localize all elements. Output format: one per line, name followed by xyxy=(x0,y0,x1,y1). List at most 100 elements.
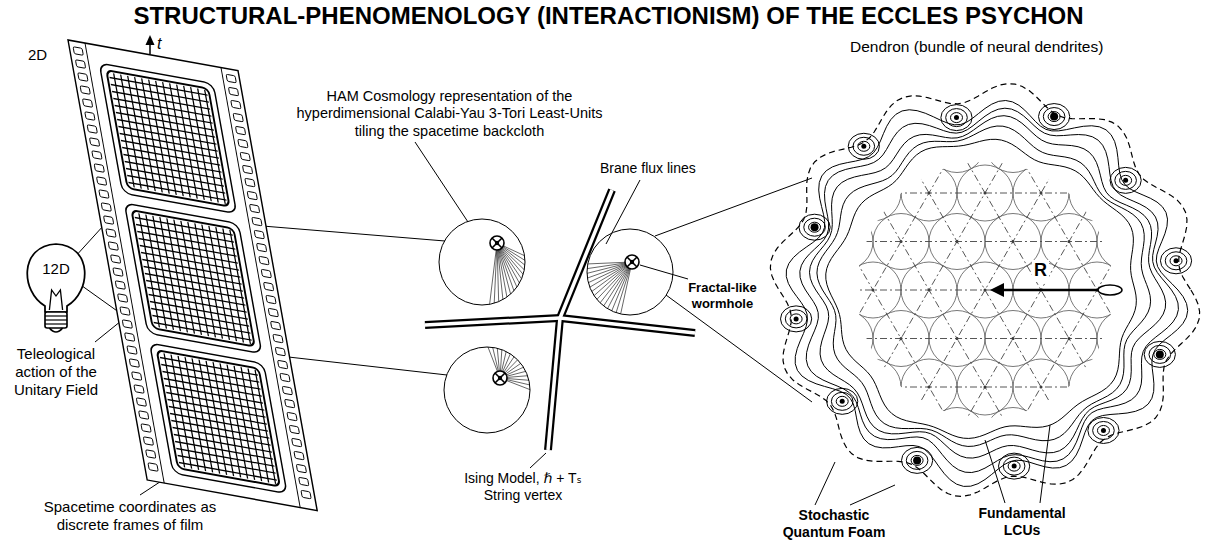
sprocket-hole xyxy=(261,269,271,278)
lcu-circle xyxy=(1153,117,1209,173)
sprocket-hole xyxy=(80,86,90,95)
lcu-circle xyxy=(845,165,901,221)
sprocket-hole xyxy=(85,112,95,121)
lattice-line xyxy=(835,30,1135,550)
foam-contour-blob xyxy=(831,392,853,410)
sprocket-hole xyxy=(75,60,85,69)
quantum-foam-contour xyxy=(817,126,1151,446)
annotation: Spacetime coordinates as discrete frames… xyxy=(40,498,220,534)
lattice-line xyxy=(751,0,1051,501)
lattice-line xyxy=(793,6,1093,526)
sprocket-hole xyxy=(125,333,135,342)
sprocket-hole xyxy=(231,100,241,109)
lcu-circle xyxy=(1069,165,1125,221)
sprocket-hole xyxy=(92,151,102,160)
lattice-line xyxy=(961,103,1225,553)
foam-contour-blob xyxy=(1120,175,1132,185)
lcu-circle xyxy=(1209,117,1225,173)
projection-line xyxy=(666,295,812,402)
foam-contour-blob xyxy=(902,447,933,473)
frame-grid-border xyxy=(132,210,255,346)
node-outline xyxy=(770,38,1220,550)
lcu-circle xyxy=(873,117,929,173)
lcu-center xyxy=(1124,143,1127,146)
wormhole-symbol xyxy=(625,255,639,269)
lcu-center xyxy=(788,240,791,243)
bulb-filament xyxy=(49,290,62,310)
foam-contour-blob xyxy=(1088,417,1119,443)
annotation: Ising Model, ℏ + Tₛ String vertex xyxy=(448,470,598,504)
lattice-line xyxy=(1003,127,1225,553)
sprocket-hole xyxy=(139,411,149,420)
foam-peak xyxy=(913,456,921,464)
frame-grid-border xyxy=(157,350,280,486)
leader-line xyxy=(815,462,835,505)
sprocket-hole xyxy=(143,437,153,446)
dimension-label: 12D xyxy=(12,260,100,278)
foam-contour-blob xyxy=(1144,341,1175,367)
flux-line xyxy=(494,243,497,303)
foam-contour-blob xyxy=(1170,256,1182,266)
lcu-center xyxy=(1208,289,1211,292)
sprocket-hole xyxy=(122,320,132,329)
sprocket-hole xyxy=(294,451,304,460)
lattice-line xyxy=(685,241,1225,242)
string-arm-outer xyxy=(425,318,560,325)
sprocket-hole xyxy=(73,47,83,56)
grid-line xyxy=(128,182,226,200)
diagram-title: STRUCTURAL-PHENOMENOLOGY (INTERACTIONISM… xyxy=(0,2,1221,31)
foam-contour-blob xyxy=(1149,345,1171,363)
lcu-center xyxy=(816,192,819,195)
foam-contour-blob xyxy=(906,451,928,469)
lattice-line xyxy=(685,484,1225,485)
annotation: Teleological action of the Unitary Field xyxy=(2,345,110,399)
lcu-circle xyxy=(789,262,845,318)
sprocket-hole xyxy=(101,203,111,212)
lattice-line xyxy=(685,290,1225,291)
film-frame xyxy=(150,343,287,494)
foam-contour-blob xyxy=(1039,104,1070,130)
lcu-circle xyxy=(1097,117,1153,173)
lcu-center xyxy=(956,434,959,437)
foam-peak xyxy=(1123,178,1128,183)
frame-grid-border xyxy=(106,70,229,206)
lcu-circle xyxy=(1181,262,1225,318)
time-arrow xyxy=(146,35,155,54)
sprocket-hole xyxy=(257,243,267,252)
foam-contour-blob xyxy=(1154,349,1166,359)
time-axis-label: t xyxy=(157,34,161,53)
foam-peak xyxy=(811,223,819,231)
lcu-center xyxy=(788,337,791,340)
sprocket-hole xyxy=(271,321,281,330)
wormhole-cross xyxy=(492,238,502,248)
sprocket-hole xyxy=(235,126,245,135)
sprocket-hole xyxy=(146,450,156,459)
leader-line xyxy=(640,265,688,279)
lcu-circle xyxy=(1125,262,1181,318)
foam-contour-blob xyxy=(785,310,807,328)
leader-line xyxy=(95,321,121,342)
film-frame xyxy=(99,63,236,214)
sprocket-hole xyxy=(247,191,257,200)
lcu-circle xyxy=(817,408,873,464)
lcu-circle xyxy=(1153,408,1209,464)
sprocket-hole xyxy=(87,125,97,134)
frame-border xyxy=(124,203,261,354)
foam-contour-blob xyxy=(1160,248,1191,274)
lcu-center xyxy=(1208,192,1211,195)
dimension-label: 2D xyxy=(28,46,47,64)
sprocket-hole xyxy=(273,334,283,343)
lcu-center xyxy=(1012,143,1015,146)
foam-contour-blob xyxy=(1008,461,1020,471)
sprocket-hole xyxy=(266,295,276,304)
sprocket-hole xyxy=(78,73,88,82)
foam-contour-blob xyxy=(1043,108,1065,126)
sprocket-hole xyxy=(238,139,248,148)
flux-line xyxy=(621,262,632,314)
lattice-line xyxy=(877,54,1177,553)
foam-contour-blob xyxy=(1097,425,1109,435)
lcu-circle xyxy=(817,214,873,270)
lightbulb-node: 12D xyxy=(12,238,100,338)
lcu-circle xyxy=(985,408,1041,464)
film-frame xyxy=(124,203,261,354)
